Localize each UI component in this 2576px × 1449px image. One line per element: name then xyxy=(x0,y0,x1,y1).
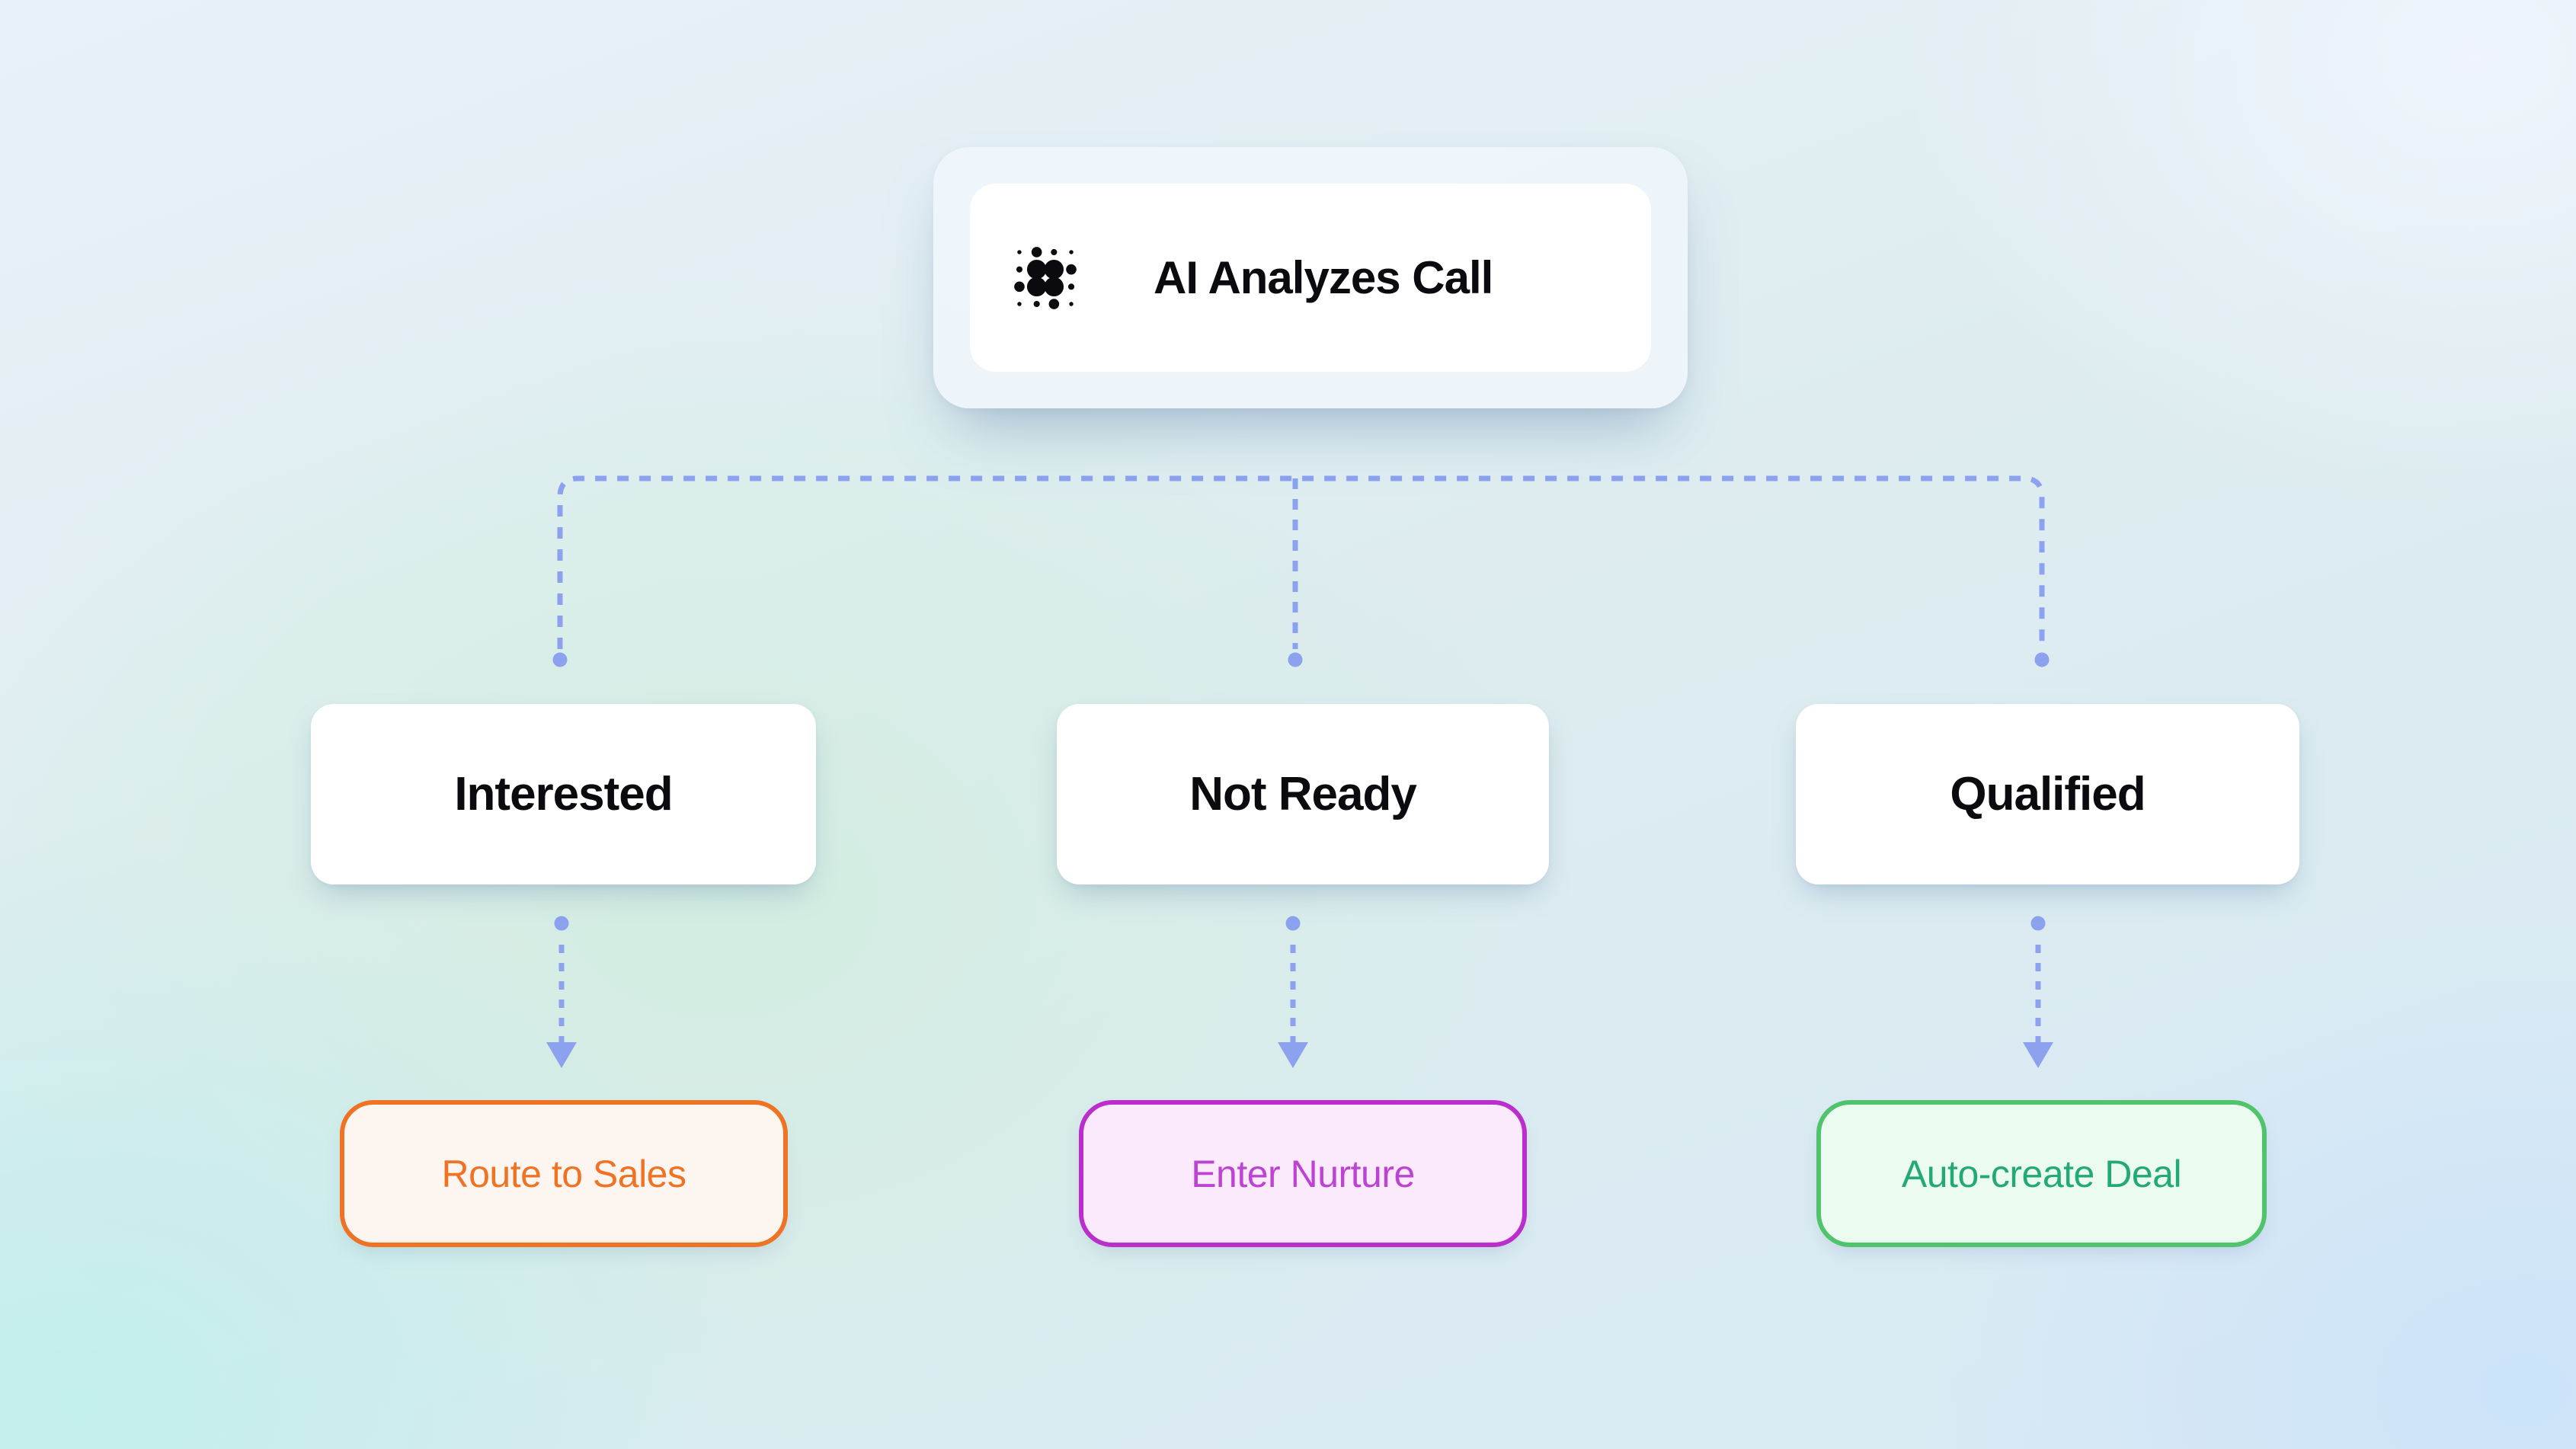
node-not-ready-label: Not Ready xyxy=(1189,768,1417,820)
arrowhead-down-icon xyxy=(1278,1042,1308,1068)
ai-dot-grid-icon xyxy=(1014,246,1077,309)
arrow-interested-to-route xyxy=(546,916,577,1068)
action-auto-create-deal-label: Auto-create Deal xyxy=(1901,1152,2182,1195)
arrowhead-down-icon xyxy=(2023,1042,2053,1068)
node-interested-label: Interested xyxy=(454,768,673,820)
ai-node-label: AI Analyzes Call xyxy=(1154,252,1493,303)
node-interested: Interested xyxy=(311,704,816,884)
ai-analyzes-call-node: AI Analyzes Call xyxy=(933,147,1688,408)
connector-end-dot xyxy=(552,652,568,667)
action-route-to-sales-label: Route to Sales xyxy=(441,1152,686,1195)
branch-connector xyxy=(552,475,2050,667)
node-not-ready: Not Ready xyxy=(1057,704,1549,884)
action-enter-nurture-label: Enter Nurture xyxy=(1191,1152,1415,1195)
ai-analyzes-call-card: AI Analyzes Call xyxy=(970,184,1651,372)
node-qualified-label: Qualified xyxy=(1950,768,2146,820)
connector-end-dot xyxy=(1288,652,1303,667)
arrow-qualified-to-deal xyxy=(2023,916,2053,1068)
action-route-to-sales: Route to Sales xyxy=(340,1100,788,1247)
action-auto-create-deal: Auto-create Deal xyxy=(1816,1100,2267,1247)
connector-end-dot xyxy=(2034,652,2050,667)
action-enter-nurture: Enter Nurture xyxy=(1079,1100,1527,1247)
arrow-notready-to-nurture xyxy=(1278,916,1308,1068)
node-qualified: Qualified xyxy=(1796,704,2299,884)
arrowhead-down-icon xyxy=(546,1042,577,1068)
